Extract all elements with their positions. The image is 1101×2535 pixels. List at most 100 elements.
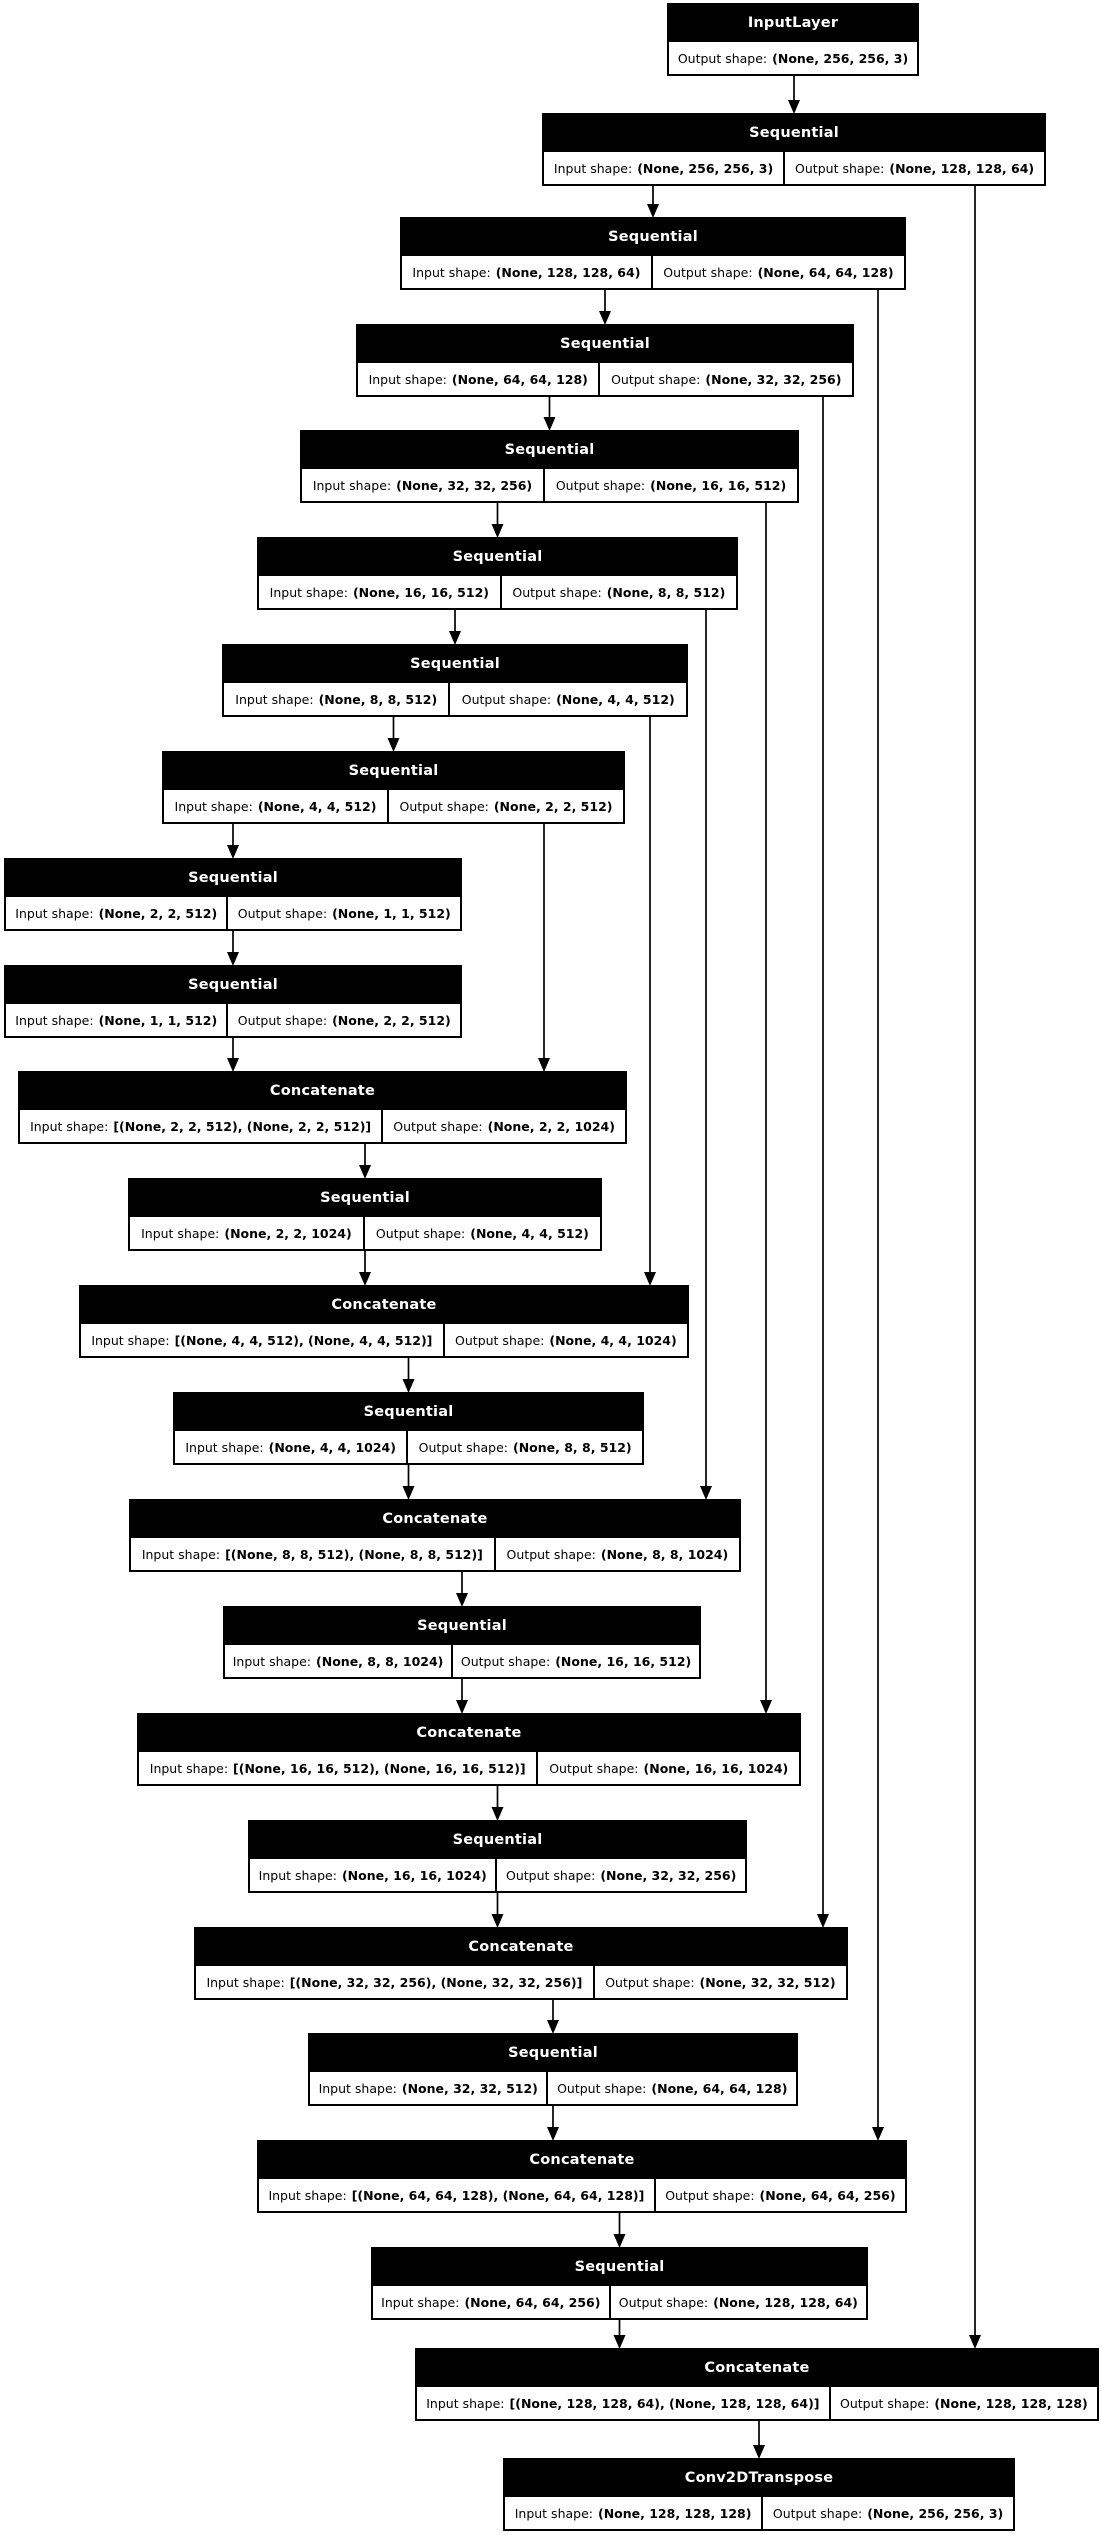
output-shape-cell: Output shape:(None, 4, 4, 512)	[450, 683, 687, 715]
layer-shapes-row: Input shape:(None, 16, 16, 1024)Output s…	[250, 1859, 746, 1891]
layer-name: Conv2DTranspose	[684, 2470, 834, 2486]
layer-shapes-row: Input shape:(None, 4, 4, 512) Output shap…	[164, 790, 624, 822]
output-shape-value: (None, 8, 8, 1024)	[600, 1546, 729, 1562]
output-shape-value: (None, 256, 256, 3)	[867, 2505, 1004, 2521]
layer-name: Concatenate	[269, 1083, 376, 1099]
input-shape-label: Input shape:	[15, 1012, 94, 1028]
output-shape-label: Output shape:	[557, 2080, 647, 2096]
layer-name: Sequential	[608, 229, 698, 245]
input-shape-label: Input shape:	[206, 1974, 285, 1990]
output-shape-cell: Output shape:(None, 32, 32, 256)	[600, 363, 853, 395]
layer-shapes-row: Input shape:[(None, 32, 32, 256), (None,…	[196, 1966, 847, 1998]
layer-name: Sequential	[508, 2045, 598, 2061]
input-shape-label: Input shape:	[174, 798, 253, 814]
input-shape-label: Input shape:	[141, 1546, 221, 1562]
input-shape-cell: Input shape:(None, 16, 16, 1024)	[250, 1859, 496, 1891]
output-shape-label: Output shape:	[611, 371, 701, 387]
layer-name: Sequential	[749, 125, 839, 141]
input-shape-value: (None, 64, 64, 256)	[464, 2294, 601, 2310]
input-shape-value: [(None, 8, 8, 512), (None, 8, 8, 512)]	[225, 1546, 483, 1562]
input-shape-cell: Input shape:[(None, 64, 64, 128), (None,…	[259, 2179, 654, 2211]
output-shape-label: Output shape:	[399, 798, 489, 814]
output-shape-value: (None, 64, 64, 256)	[759, 2187, 896, 2203]
input-shape-cell: Input shape:(None, 8, 8, 512)	[224, 683, 449, 715]
output-shape-value: (None, 64, 64, 128)	[651, 2080, 788, 2096]
input-shape-cell: Input shape:[(None, 16, 16, 512), (None,…	[139, 1752, 537, 1784]
input-shape-value: (None, 128, 128, 128)	[598, 2505, 752, 2521]
layer-shapes-row: Input shape:[(None, 8, 8, 512), (None, 8…	[131, 1538, 740, 1570]
output-shape-value: (None, 128, 128, 128)	[934, 2395, 1088, 2411]
input-shape-value: [(None, 128, 128, 64), (None, 128, 128, …	[509, 2395, 820, 2411]
input-shape-label: Input shape:	[235, 691, 314, 707]
output-shape-value: (None, 4, 4, 512)	[556, 691, 675, 707]
output-shape-label: Output shape:	[618, 2294, 709, 2310]
input-shape-value: (None, 256, 256, 3)	[637, 160, 774, 176]
input-shape-cell: Input shape:[(None, 32, 32, 256), (None,…	[196, 1966, 593, 1998]
layer-name: Concatenate	[704, 2360, 810, 2376]
input-shape-cell: Input shape:(None, 64, 64, 128)	[358, 363, 599, 395]
output-shape-cell: Output shape:(None, 32, 32, 512)	[594, 1966, 847, 1998]
output-shape-label: Output shape:	[237, 905, 328, 921]
layer-shapes-row: Input shape:[(None, 16, 16, 512), (None,…	[139, 1752, 800, 1784]
input-shape-label: Input shape:	[426, 2395, 505, 2411]
output-shape-cell: Output shape:(None, 256, 256, 3)	[763, 2497, 1013, 2529]
input-shape-label: Input shape:	[232, 1653, 312, 1669]
output-shape-cell: Output shape:(None, 1, 1, 512)	[228, 897, 461, 929]
layer-shapes-row: Input shape:[(None, 64, 64, 128), (None,…	[259, 2179, 906, 2211]
input-shape-value: (None, 4, 4, 512)	[257, 798, 377, 814]
layer-shapes-row: Input shape:(None, 16, 16, 512)Output sh…	[259, 576, 737, 608]
output-shape-label: Output shape:	[512, 584, 602, 600]
input-shape-label: Input shape:	[514, 2505, 593, 2521]
output-shape-value: (None, 128, 128, 64)	[713, 2294, 858, 2310]
layer-name: Concatenate	[382, 1511, 488, 1527]
output-shape-value: (None, 256, 256, 3)	[772, 50, 909, 66]
layer-shapes-row: Input shape:(None, 2, 2, 512)Output shap…	[6, 897, 461, 929]
input-shape-value: (None, 16, 16, 512)	[352, 584, 489, 600]
layer-name: Concatenate	[529, 2152, 635, 2168]
layer-shapes-row: Input shape:(None, 32, 32, 256)Output sh…	[302, 469, 798, 501]
input-shape-cell: Input shape:[(None, 4, 4, 512), (None, 4…	[81, 1324, 443, 1356]
layer-name: InputLayer	[747, 15, 839, 31]
output-shape-cell: Output shape:(None, 128, 128, 64)	[785, 152, 1045, 184]
output-shape-label: Output shape:	[663, 264, 753, 280]
output-shape-cell: Output shape:(None, 128, 128, 64)	[610, 2286, 867, 2318]
input-shape-cell: Input shape:(None, 1, 1, 512)	[6, 1004, 227, 1036]
layer-name: Sequential	[574, 2259, 665, 2275]
layer-name: Sequential	[504, 442, 595, 458]
input-shape-value: (None, 128, 128, 64)	[495, 264, 641, 280]
input-shape-value: (None, 2, 2, 512)	[98, 905, 218, 921]
input-shape-cell: Input shape:(None, 4, 4, 1024)	[175, 1431, 407, 1463]
input-shape-cell: Input shape:(None, 32, 32, 256)	[302, 469, 543, 501]
layer-name: Concatenate	[468, 1939, 574, 1955]
input-shape-value: [(None, 32, 32, 256), (None, 32, 32, 256…	[289, 1974, 583, 1990]
input-shape-cell: Input shape: (None, 128, 128, 128)	[505, 2497, 762, 2529]
input-shape-label: Input shape:	[381, 2294, 460, 2310]
input-shape-cell: Input shape:(None, 2, 2, 1024)	[130, 1217, 363, 1249]
input-shape-cell: Input shape:(None, 256, 256, 3)	[544, 152, 784, 184]
output-shape-value: (None, 2, 2, 512)	[493, 798, 613, 814]
input-shape-label: Input shape:	[185, 1439, 264, 1455]
output-shape-value: (None, 128, 128, 64)	[889, 160, 1035, 176]
input-shape-cell: Input shape:[(None, 8, 8, 512), (None, 8…	[131, 1538, 494, 1570]
input-shape-label: Input shape:	[268, 2187, 347, 2203]
output-shape-cell: Output shape:(None, 2, 2, 512)	[228, 1004, 461, 1036]
output-shape-value: (None, 32, 32, 256)	[600, 1867, 737, 1883]
input-shape-cell: Input shape:(None, 64, 64, 256)	[373, 2286, 609, 2318]
layer-name: Sequential	[560, 336, 650, 352]
layer-name: Sequential	[410, 656, 500, 672]
